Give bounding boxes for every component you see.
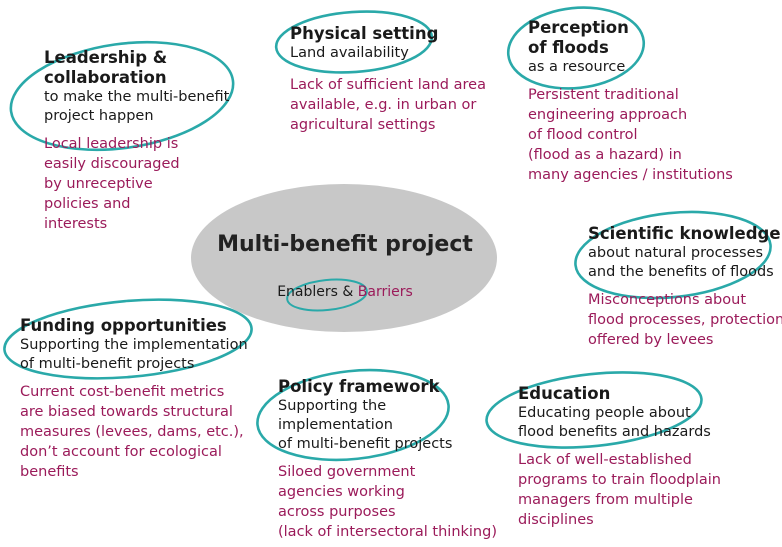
node-subtitle: of multi-benefit projects [278,436,453,452]
node-leadership: Leadership & collaboration to make the m… [44,48,229,234]
barrier-line: benefits [20,464,79,480]
node-perception: Perception of floods as a resource Persi… [528,18,733,185]
barrier-line: easily discouraged [44,156,180,172]
node-subtitle: flood benefits and hazards [518,424,711,440]
center-ellipse [191,184,497,332]
legend-enablers-ring [286,278,368,312]
barrier-line: measures (levees, dams, etc.), [20,424,244,440]
node-title: of floods [528,38,609,57]
barrier-line: Misconceptions about [588,292,746,308]
node-subtitle: implementation [278,417,393,433]
barrier-line: interests [44,216,108,232]
legend-barriers: Barriers [357,284,413,300]
policy-ring [256,368,450,462]
node-subtitle: of multi-benefit projects [20,356,195,372]
barrier-line: policies and [44,196,131,212]
node-education: Education Educating people about flood b… [518,384,721,530]
physical-ring [274,10,434,74]
node-subtitle: project happen [44,108,154,124]
barrier-line: (lack of intersectoral thinking) [278,524,497,540]
node-subtitle: to make the multi-benefit [44,89,230,105]
barrier-line: Siloed government [278,464,416,480]
barrier-line: flood processes, protection [588,312,782,328]
node-scientific: Scientific knowledge about natural proce… [588,224,782,350]
node-subtitle: Land availability [290,45,409,61]
barrier-line: Local leadership is [44,136,179,152]
leadership-ring [9,40,235,152]
node-title: Policy framework [278,377,440,396]
node-subtitle: Supporting the [278,398,387,414]
barrier-line: programs to train floodplain [518,472,721,488]
education-ring [485,371,703,449]
barrier-line: many agencies / institutions [528,167,733,183]
center-title: Multi-benefit project [217,232,473,257]
node-barrier: Current cost-benefit metrics are biased … [20,382,248,482]
node-barrier: Lack of sufficient land area available, … [290,75,486,135]
node-physical: Physical setting Land availability Lack … [290,24,486,135]
node-barrier: Siloed government agencies working acros… [278,462,497,542]
node-title: collaboration [44,68,167,87]
barrier-line: offered by levees [588,332,714,348]
barrier-line: across purposes [278,504,396,520]
node-title: Scientific knowledge [588,224,781,243]
node-barrier: Persistent traditional engineering appro… [528,85,733,185]
node-subtitle: about natural processes [588,245,764,261]
barrier-line: agricultural settings [290,117,436,133]
barrier-line: Lack of sufficient land area [290,77,486,93]
barrier-line: disciplines [518,512,594,528]
node-subtitle: Supporting the implementation [20,337,248,353]
node-subtitle: and the benefits of floods [588,264,774,280]
barrier-line: available, e.g. in urban or [290,97,477,113]
node-title: Physical setting [290,24,439,43]
node-barrier: Lack of well-established programs to tra… [518,450,721,530]
center-legend: Enablers & Barriers [245,284,445,300]
node-title: Leadership & [44,48,168,67]
node-barrier: Local leadership is easily discouraged b… [44,134,229,234]
funding-ring [3,298,253,380]
barrier-line: (flood as a hazard) in [528,147,682,163]
barrier-line: Current cost-benefit metrics [20,384,225,400]
barrier-line: by unreceptive [44,176,153,192]
legend-enablers: Enablers [277,284,338,300]
node-title: Education [518,384,611,403]
node-policy: Policy framework Supporting the implemen… [278,377,497,542]
node-funding: Funding opportunities Supporting the imp… [20,316,248,482]
node-subtitle: Educating people about [518,405,691,421]
node-barrier: Misconceptions about flood processes, pr… [588,290,782,350]
barrier-line: don’t account for ecological [20,444,222,460]
barrier-line: Lack of well-established [518,452,692,468]
scientific-ring [574,210,772,300]
node-title: Perception [528,18,629,37]
barrier-line: agencies working [278,484,405,500]
legend-amp: & [337,284,358,300]
barrier-line: are biased towards structural [20,404,233,420]
node-subtitle: as a resource [528,59,626,75]
barrier-line: Persistent traditional [528,87,679,103]
barrier-line: of flood control [528,127,638,143]
perception-ring [506,6,646,90]
node-title: Funding opportunities [20,316,227,335]
barrier-line: managers from multiple [518,492,693,508]
barrier-line: engineering approach [528,107,688,123]
